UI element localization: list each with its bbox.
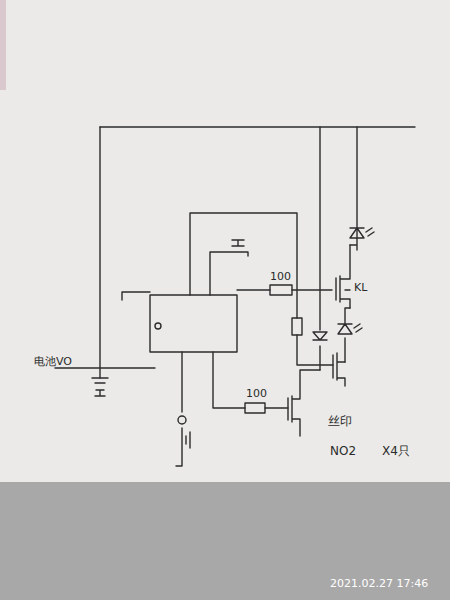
wire — [190, 213, 333, 365]
battery-wire — [55, 127, 155, 378]
note-text: 丝印 — [328, 415, 352, 428]
resistor-symbol — [270, 285, 292, 295]
mosfet-symbol — [288, 370, 320, 436]
led-symbol — [350, 228, 364, 238]
part-mark: KL — [354, 282, 367, 294]
led-symbol — [313, 332, 327, 340]
wire — [345, 308, 350, 362]
supply-label: 电池VO — [34, 356, 72, 368]
wire — [237, 289, 332, 290]
mosfet-symbol — [336, 245, 350, 308]
switch-symbol — [186, 432, 190, 448]
led-rays — [354, 324, 362, 332]
resistor-value: 100 — [246, 388, 267, 400]
supply-rail — [100, 126, 415, 127]
led-symbol — [338, 324, 352, 334]
switch-contact — [178, 416, 186, 424]
ic-pin — [122, 292, 150, 300]
resistor-value: 100 — [270, 271, 291, 283]
battery-symbol — [92, 378, 108, 396]
wire — [350, 127, 357, 250]
note-text: NO2 — [330, 445, 356, 458]
wire — [319, 127, 320, 370]
mosfet-symbol — [333, 353, 345, 386]
ic-notch — [155, 323, 161, 329]
resistor-symbol — [245, 403, 265, 413]
wire — [176, 352, 182, 466]
switch-symbol — [210, 240, 248, 295]
led-rays — [366, 228, 374, 236]
wire — [213, 352, 288, 408]
timestamp: 2021.02.27 17:46 — [330, 578, 428, 590]
ic-chip — [150, 295, 237, 352]
paper-sheet — [0, 0, 450, 482]
resistor-symbol — [292, 318, 302, 335]
note-text: X4只 — [382, 445, 410, 458]
paper-edge — [0, 0, 6, 90]
